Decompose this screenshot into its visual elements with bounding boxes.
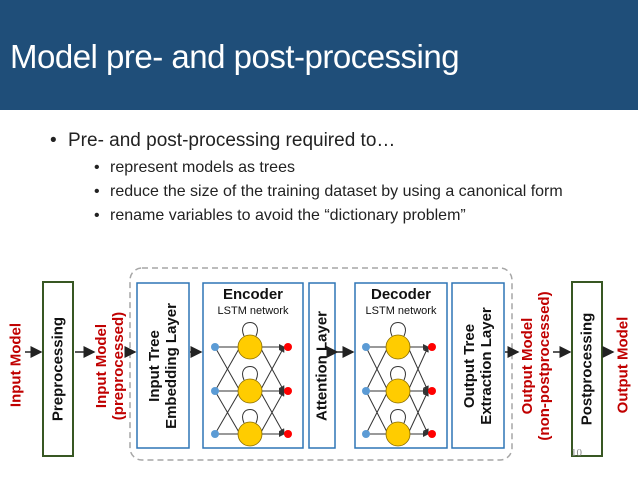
attention-layer-box [308, 282, 336, 449]
decoder-subtitle: LSTM network [365, 305, 437, 317]
embedding-layer-label: Input Tree Embedding Layer [146, 303, 180, 429]
bullet-sub-3: rename variables to avoid the “dictionar… [90, 206, 620, 226]
encoder-neurons [211, 334, 292, 447]
encoder-title: Encoder [222, 286, 284, 303]
slide-title: Model pre- and post-processing [10, 38, 460, 75]
postprocessing-label: Postprocessing [578, 312, 596, 426]
input-model-label: Input Model [7, 322, 25, 408]
input-model-preprocessed-label: Input Model (preprocessed) [93, 311, 127, 421]
decoder-title: Decoder [370, 286, 432, 303]
encoder-subtitle: LSTM network [217, 305, 289, 317]
page-number: 10 [571, 447, 582, 459]
preprocessing-box [42, 281, 74, 457]
encoder-box [202, 282, 304, 449]
embedding-layer-box [136, 282, 190, 449]
decoder-neurons [362, 334, 436, 447]
output-model-nonpost-label: Output Model (non-postprocessed) [519, 291, 553, 441]
encoder-network [214, 322, 285, 437]
bullet-main: Pre- and post-processing required to… [50, 130, 620, 152]
bullet-sub-2: reduce the size of the training dataset … [90, 182, 620, 202]
title-bar: Model pre- and post-processing [0, 0, 638, 110]
decoder-network [365, 322, 429, 437]
output-model-label: Output Model [614, 316, 632, 414]
postprocessing-box [571, 281, 603, 457]
extraction-layer-box [451, 282, 505, 449]
attention-layer-label: Attention Layer [313, 310, 331, 422]
bullet-sub-1: represent models as trees [90, 158, 620, 178]
decoder-box [354, 282, 448, 449]
extraction-layer-label: Output Tree Extraction Layer [461, 307, 495, 425]
preprocessing-label: Preprocessing [49, 316, 67, 422]
bullet-list: Pre- and post-processing required to… re… [50, 130, 620, 230]
